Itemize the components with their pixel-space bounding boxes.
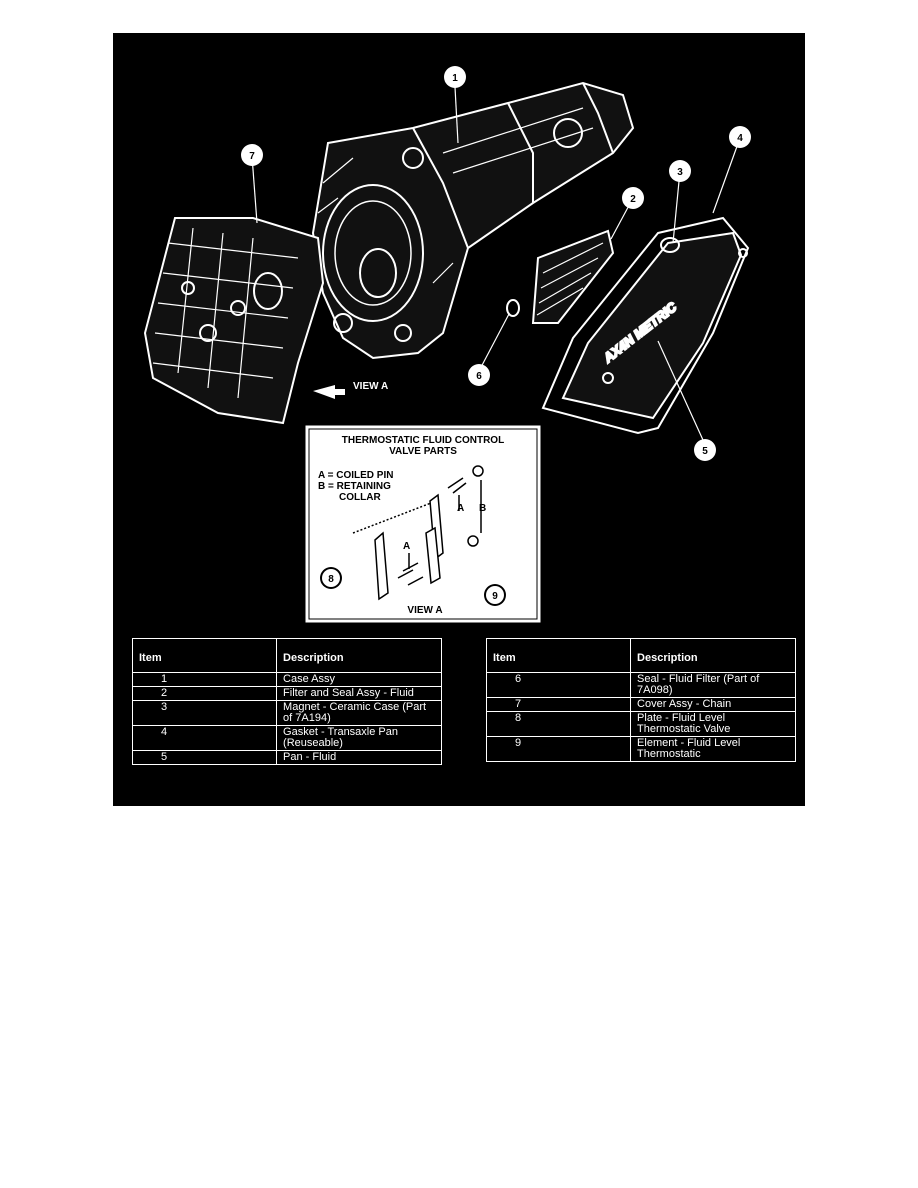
svg-text:1: 1	[452, 73, 458, 84]
view-a-label: VIEW A	[353, 381, 388, 392]
callout-8: 8	[320, 567, 342, 589]
svg-text:9: 9	[492, 591, 498, 602]
callout-markers: 1 2 3 4 5 6 7	[241, 66, 751, 461]
callout-3: 3	[669, 160, 691, 182]
chain-cover-drawing	[143, 217, 325, 425]
callout-1: 1	[444, 66, 466, 88]
svg-text:7: 7	[249, 151, 255, 162]
valve-parts-drawing	[352, 465, 484, 601]
callout-6: 6	[468, 364, 490, 386]
header-description: Description	[276, 638, 442, 673]
callout-5: 5	[694, 439, 716, 461]
header-item: Item	[485, 638, 632, 673]
callout-7: 7	[241, 144, 263, 166]
callout-4: 4	[729, 126, 751, 148]
inset-legend-b-cont: COLLAR	[339, 492, 381, 503]
inset-letter-a-lower: A	[403, 541, 410, 552]
view-a-inset: THERMOSTATIC FLUID CONTROL VALVE PARTS A…	[305, 425, 541, 623]
svg-text:4: 4	[737, 133, 743, 144]
table-header-row: Item Description	[485, 638, 796, 673]
inset-letter-a-upper: A	[457, 503, 464, 514]
svg-text:5: 5	[702, 446, 708, 457]
header-description: Description	[630, 638, 796, 673]
filter-drawing	[506, 229, 615, 324]
view-a-arrow: VIEW A	[313, 381, 388, 399]
inset-caption: VIEW A	[407, 605, 442, 616]
svg-text:2: 2	[630, 194, 636, 205]
inset-title-line2: VALVE PARTS	[389, 446, 457, 457]
case-assy-drawing	[311, 81, 635, 360]
svg-text:6: 6	[476, 371, 482, 382]
diagram-panel: VIEW A AX4N METRIC	[113, 33, 805, 806]
svg-text:8: 8	[328, 574, 334, 585]
table-header-row: Item Description	[131, 638, 442, 673]
pan-drawing: AX4N METRIC	[541, 216, 750, 435]
callout-2: 2	[622, 187, 644, 209]
callout-9: 9	[484, 584, 506, 606]
exploded-view-illustration: VIEW A AX4N METRIC	[143, 66, 751, 623]
inset-legend-a: A = COILED PIN	[318, 470, 393, 481]
inset-title-line1: THERMOSTATIC FLUID CONTROL	[342, 435, 504, 446]
header-item: Item	[131, 638, 278, 673]
inset-letter-b: B	[479, 503, 486, 514]
svg-text:3: 3	[677, 167, 683, 178]
inset-legend-b: B = RETAINING	[318, 481, 391, 492]
